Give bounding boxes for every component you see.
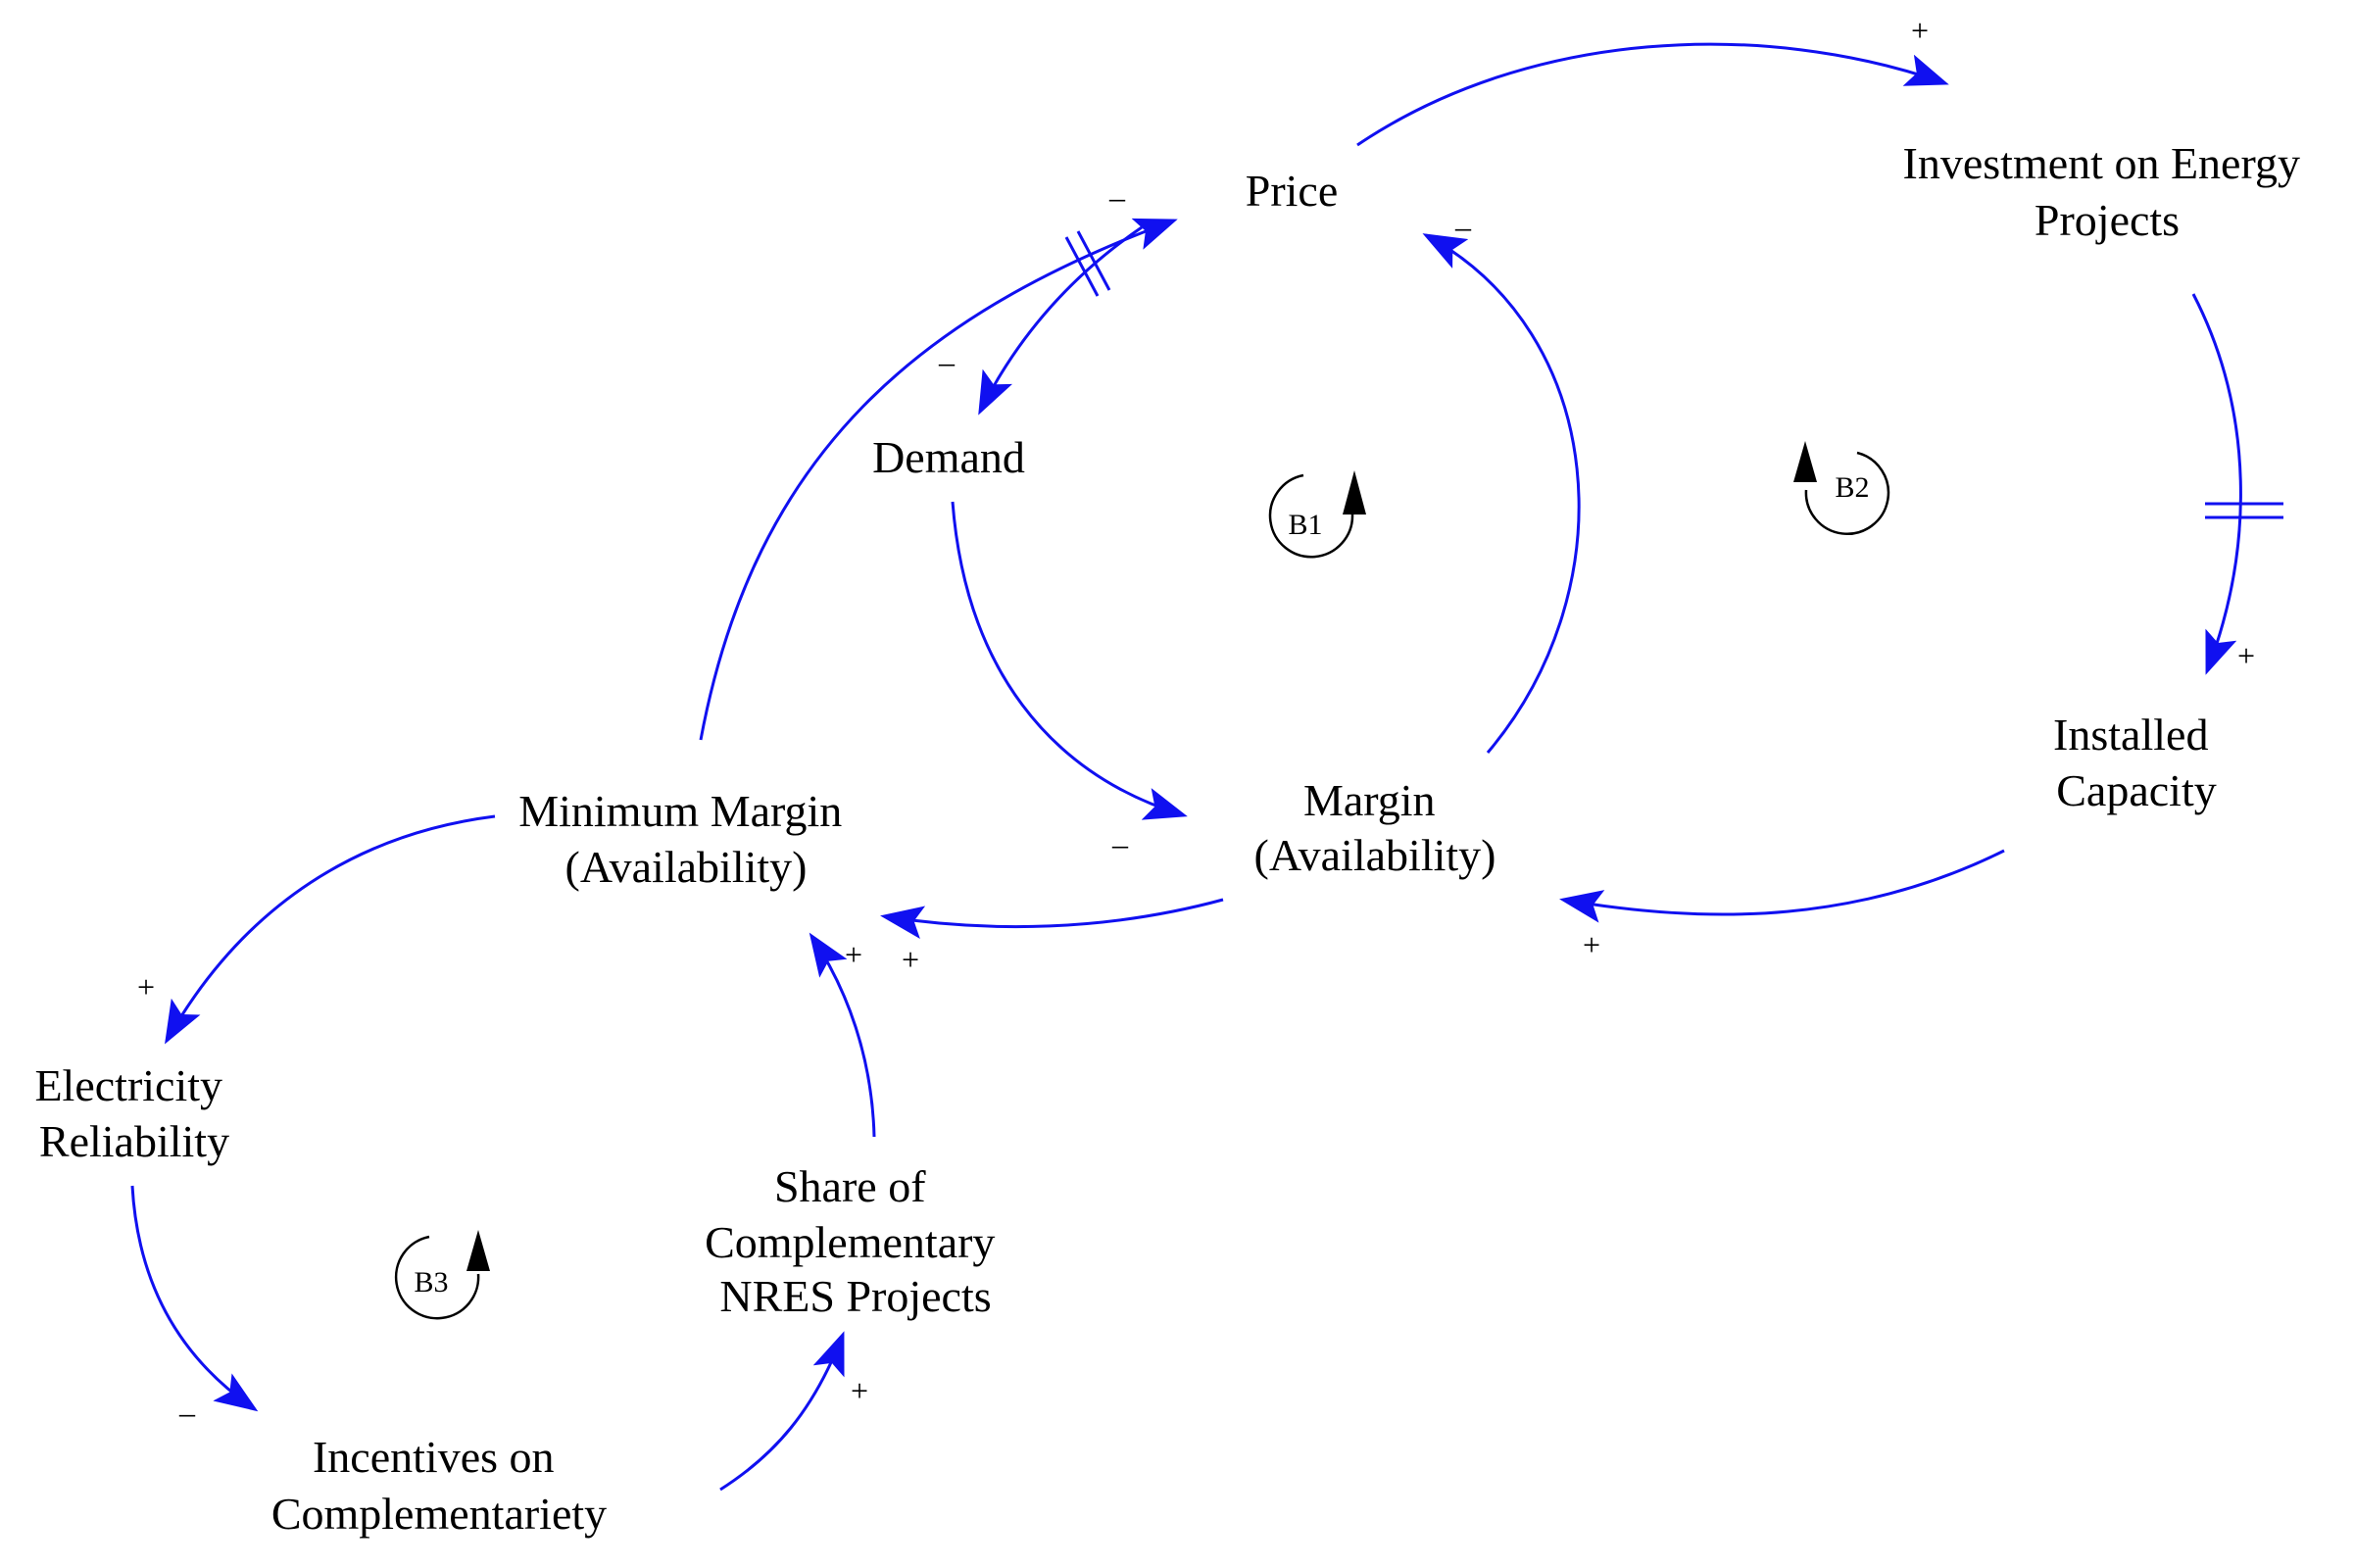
variable-incentives-on-complementariety: Incentives on Complementariety xyxy=(271,1432,607,1539)
loop-b3-label: B3 xyxy=(414,1266,448,1298)
variable-electricity-reliability: Electricity Reliability xyxy=(34,1060,233,1166)
polarity-price-to-demand: – xyxy=(938,344,956,379)
loop-b2-circle xyxy=(1804,451,1890,536)
loop-b1-label: B1 xyxy=(1288,509,1322,541)
polarity-share-nres-to-minimum-margin: + xyxy=(845,937,862,972)
polarity-price-to-investment: + xyxy=(1911,13,1929,48)
link-price-to-demand xyxy=(978,225,1143,416)
delay-mark-minmargin-price-2 xyxy=(1076,230,1111,291)
loop-b3: B3 xyxy=(394,1230,490,1320)
links: + + + – – – + – + – + xyxy=(130,13,2283,1492)
link-minimum-margin-to-price xyxy=(699,218,1178,741)
variable-installed-capacity: Installed Capacity xyxy=(2053,710,2220,815)
loop-b1: B1 xyxy=(1268,470,1366,559)
polarity-minimum-margin-to-price: – xyxy=(1108,179,1126,215)
variable-margin: Margin (Availability) xyxy=(1254,775,1496,880)
link-installed-capacity-to-margin xyxy=(1559,849,2005,923)
polarity-investment-to-installed-capacity: + xyxy=(2237,638,2255,673)
link-price-to-investment xyxy=(1356,42,1949,147)
link-margin-to-price xyxy=(1422,233,1581,754)
polarity-demand-to-margin: – xyxy=(1111,826,1129,861)
link-demand-to-margin xyxy=(951,501,1188,820)
link-margin-to-minimum-margin xyxy=(880,898,1224,940)
polarity-minimum-margin-to-electricity-reliability: + xyxy=(137,969,155,1004)
polarity-margin-to-price: – xyxy=(1454,209,1472,244)
variable-demand: Demand xyxy=(872,432,1025,482)
loop-b1-arrow-icon xyxy=(1343,470,1366,514)
polarity-electricity-reliability-to-incentives: – xyxy=(178,1395,196,1430)
polarity-incentives-to-share-nres: + xyxy=(851,1373,868,1408)
link-electricity-reliability-to-incentives xyxy=(130,1185,259,1412)
loop-b1-circle xyxy=(1268,473,1354,559)
variable-price: Price xyxy=(1246,166,1339,216)
variable-investment-on-energy-projects: Investment on Energy Projects xyxy=(1903,138,2312,245)
loop-b2: B2 xyxy=(1793,441,1890,536)
polarity-installed-capacity-to-margin: + xyxy=(1583,927,1600,962)
loop-b3-circle xyxy=(394,1235,480,1320)
loop-b2-arrow-icon xyxy=(1793,441,1817,482)
variable-share-of-complementary-nres-projects: Share of Complementary NRES Projects xyxy=(705,1161,1006,1321)
link-investment-to-installed-capacity xyxy=(2191,293,2242,675)
delay-mark-minmargin-price xyxy=(1064,236,1100,297)
variable-minimum-margin: Minimum Margin (Availability) xyxy=(518,786,854,892)
polarity-margin-to-minimum-margin: + xyxy=(902,942,919,977)
link-minimum-margin-to-electricity-reliability xyxy=(165,814,496,1045)
variables: Price Investment on Energy Projects Inst… xyxy=(34,138,2312,1539)
link-incentives-to-share-nres xyxy=(719,1331,845,1492)
loop-b2-label: B2 xyxy=(1835,471,1869,504)
link-share-nres-to-minimum-margin xyxy=(809,932,876,1138)
loop-b3-arrow-icon xyxy=(466,1230,490,1271)
